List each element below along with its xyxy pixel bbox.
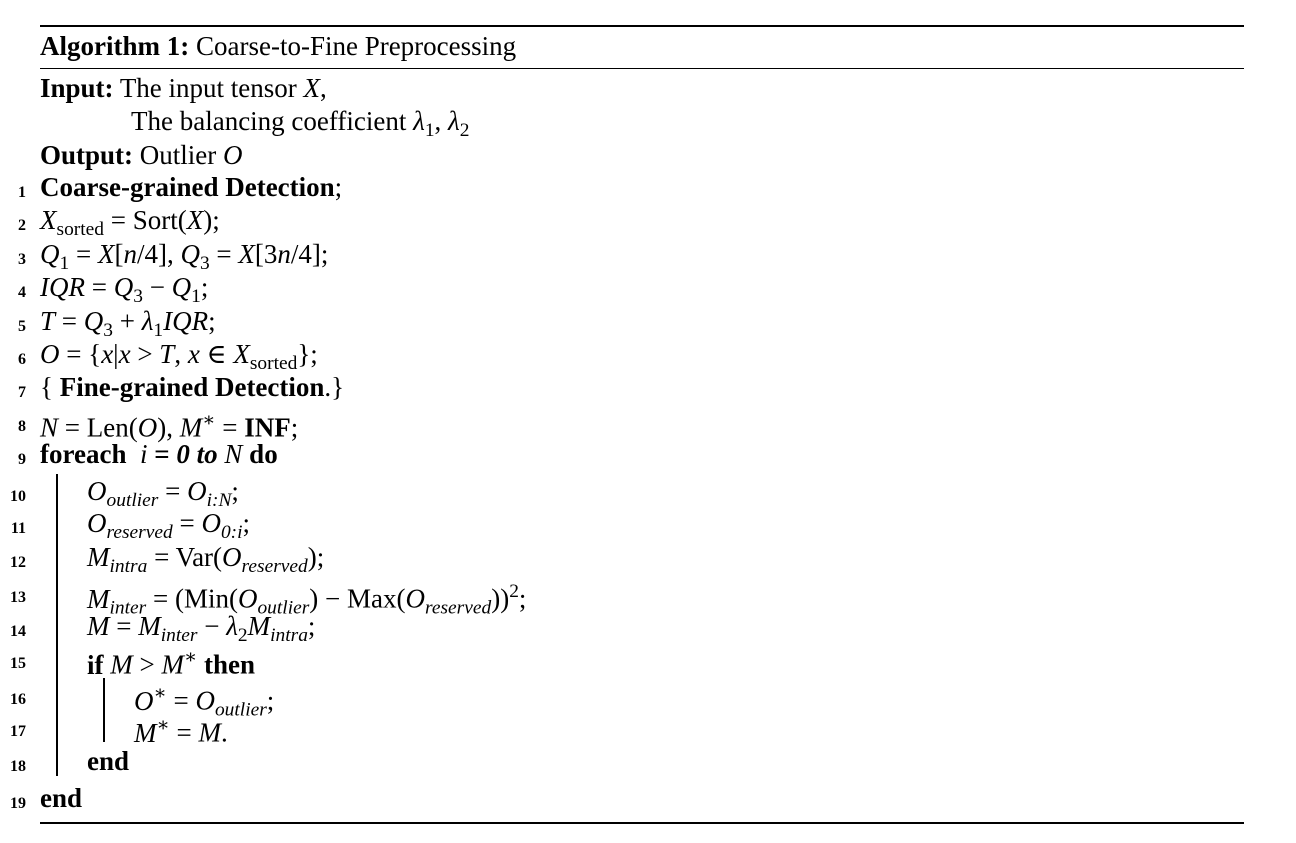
subscript-iN: i:N [206,489,232,511]
subscript-reserved: reserved [106,521,173,543]
line-number: 10 [10,488,26,505]
algo-line-7: 7{ Fine-grained Detection.} [18,372,344,402]
subscript-outlier: outlier [106,489,159,511]
line-number: 6 [18,351,26,368]
subscript-intra: intra [109,555,148,577]
line-number: 19 [10,795,26,812]
bottom-rule [40,822,1244,824]
input-line-2: The balancing coefficient λ1, λ2 [131,106,469,141]
input-lambda2-sub: 2 [459,119,470,141]
line-number: 14 [10,623,26,640]
keyword-then: then [203,649,255,680]
line-number: 1 [18,184,26,201]
line-number: 4 [18,284,26,301]
fn-len: Len [86,412,129,443]
keyword-coarse: Coarse-grained Detection [40,172,335,202]
subscript-reserved: reserved [241,555,308,577]
line-number: 13 [10,589,26,606]
subscript-sorted: sorted [249,352,298,374]
line-number: 5 [18,318,26,335]
subscript-sorted: sorted [56,218,105,240]
keyword-do: do [249,439,278,469]
line-number: 15 [10,655,26,672]
input-label: Input: [40,73,114,103]
output-text: Outlier [139,140,224,170]
line-number: 16 [10,691,26,708]
input-lambda1-sub: 1 [424,119,435,141]
fn-sort: Sort [132,205,178,235]
input-text-2: The balancing coefficient [131,106,414,136]
subscript-intra: intra [270,624,308,646]
foreach-scope-bar [56,474,58,776]
output-var: O [223,140,243,170]
subscript-inter: inter [109,597,147,619]
line-number: 7 [18,384,26,401]
fn-min: Min [183,583,229,614]
keyword-end: end [87,746,130,776]
algorithm-title: Algorithm 1: Coarse-to-Fine Preprocessin… [40,31,516,62]
line-number: 2 [18,217,26,234]
keyword-foreach: foreach [40,439,127,469]
algorithm-block: Algorithm 1: Coarse-to-Fine Preprocessin… [10,0,1244,843]
input-lambda1: λ [413,106,425,136]
algo-line-19: 19 end [10,783,83,813]
line-number: 17 [10,723,26,740]
input-comma: , [320,73,327,103]
line-number: 8 [18,418,26,435]
line-number: 18 [10,758,26,775]
line-number: 3 [18,251,26,268]
fn-max: Max [347,583,397,614]
mid-rule [40,68,1244,69]
algorithm-name: Coarse-to-Fine Preprocessing [195,31,517,61]
keyword-inf: INF [244,412,291,443]
keyword-fine: Fine-grained Detection [59,372,325,402]
input-sep: , [434,106,449,136]
subscript-inter: inter [160,624,198,646]
line-number: 11 [10,520,26,537]
input-lambda2: λ [448,106,460,136]
top-rule [40,25,1244,27]
keyword-if: if [87,649,104,680]
output-line: Output: Outlier O [40,140,243,170]
input-text-1: The input tensor [119,73,304,103]
algorithm-label: Algorithm 1: [40,31,190,61]
output-label: Output: [40,140,134,170]
subscript-0i: 0:i [220,521,243,543]
keyword-end: end [40,783,83,813]
if-scope-bar [103,678,105,742]
subscript-reserved: reserved [425,597,492,619]
subscript-outlier: outlier [214,699,267,721]
line-number: 9 [18,451,26,468]
line-number: 12 [10,554,26,571]
subscript-outlier: outlier [257,597,310,619]
algo-line-18: 18 end [10,746,130,776]
keyword-to: to [196,439,218,469]
input-line-1: Input: The input tensor X, [40,73,327,103]
fn-var: Var [175,542,214,572]
input-var-x: X [303,73,321,103]
